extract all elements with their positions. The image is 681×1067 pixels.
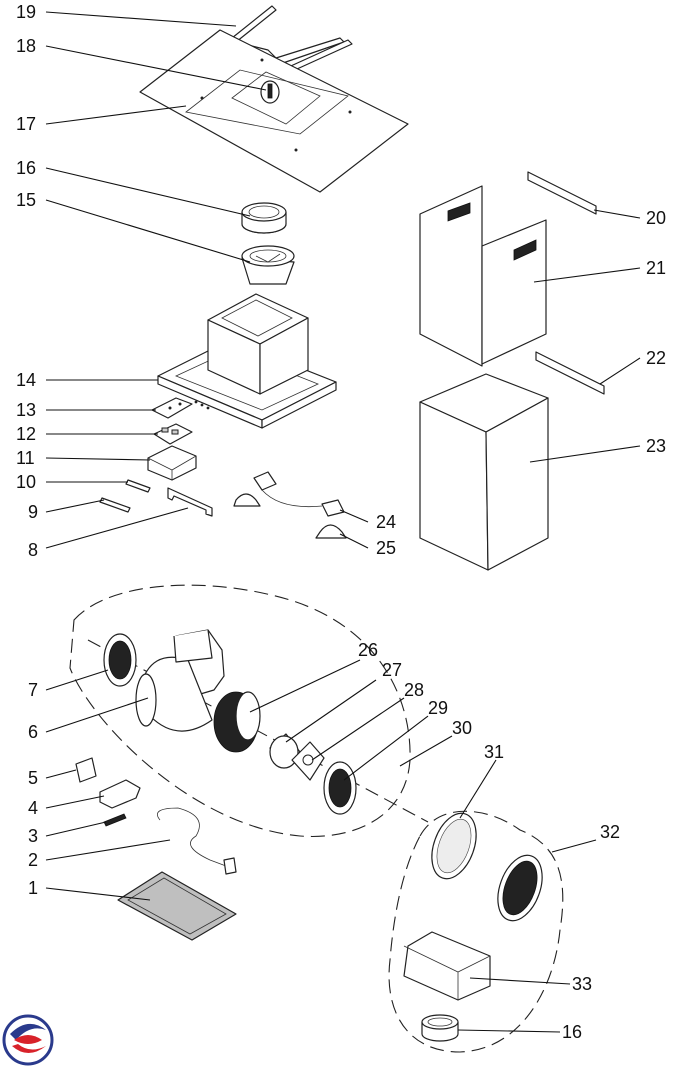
- part-16-collar-ring-kit: [421, 1014, 459, 1042]
- part-2-power-cord: [156, 807, 237, 875]
- label-8: 8: [28, 540, 38, 560]
- label-30: 30: [452, 718, 472, 738]
- label-26: 26: [358, 640, 378, 660]
- label-2: 2: [28, 850, 38, 870]
- part-13-control-panel: [151, 397, 193, 419]
- label-28: 28: [404, 680, 424, 700]
- part-29-outlet-grille: [323, 761, 357, 815]
- brand-logo: [2, 1014, 54, 1066]
- part-5-capacitor: [75, 757, 97, 783]
- label-10: 10: [16, 472, 36, 492]
- part-18-screw: [260, 80, 280, 104]
- part-1-grease-filter: [117, 871, 237, 941]
- part-23-lower-chimney: [419, 373, 549, 571]
- label-27: 27: [382, 660, 402, 680]
- part-9-bracket: [99, 497, 131, 513]
- label-9: 9: [28, 502, 38, 522]
- recirculation-kit-boundary: [388, 810, 564, 1053]
- part-3-connector: [103, 813, 127, 827]
- label-15: 15: [16, 190, 36, 210]
- part-31-carbon-filter-front: [431, 812, 477, 880]
- part-24-light-wiring: [233, 471, 345, 517]
- label-19: 19: [16, 2, 36, 22]
- part-12-switch-board: [153, 423, 193, 445]
- label-6: 6: [28, 722, 38, 742]
- part-15-air-outlet: [241, 245, 295, 285]
- label-20: 20: [646, 208, 666, 228]
- label-32: 32: [600, 822, 620, 842]
- part-21-upper-chimney: [419, 185, 547, 367]
- leader-lines: [45, 11, 641, 1033]
- label-29: 29: [428, 698, 448, 718]
- label-25: 25: [376, 538, 396, 558]
- label-13: 13: [16, 400, 36, 420]
- part-28-mounting-plate: [291, 741, 325, 781]
- label-23: 23: [646, 436, 666, 456]
- label-24: 24: [376, 512, 396, 532]
- label-17: 17: [16, 114, 36, 134]
- part-number-labels: 19 18 17 16 15 14 13 12 11 10 9 8 20 21 …: [16, 2, 666, 1042]
- part-33-deflector: [403, 931, 491, 1001]
- part-10-led-strip: [125, 479, 151, 493]
- label-16: 16: [16, 158, 36, 178]
- label-5: 5: [28, 768, 38, 788]
- part-17-ceiling-plate: [139, 29, 409, 193]
- label-14: 14: [16, 370, 36, 390]
- label-3: 3: [28, 826, 38, 846]
- label-4: 4: [28, 798, 38, 818]
- part-32-carbon-filter: [497, 854, 543, 922]
- part-6-blower-housing: [135, 629, 225, 732]
- label-7: 7: [28, 680, 38, 700]
- label-11: 11: [16, 448, 35, 468]
- part-25-halogen-lamp: [315, 524, 347, 539]
- label-18: 18: [16, 36, 36, 56]
- part-7-inlet-grille: [103, 633, 137, 687]
- part-14-hood-body: [157, 293, 337, 429]
- label-12: 12: [16, 424, 36, 444]
- part-16-collar-ring: [241, 202, 287, 234]
- part-4-switch-housing: [99, 779, 141, 809]
- part-20-chimney-bracket: [527, 171, 597, 215]
- label-22: 22: [646, 348, 666, 368]
- label-31: 31: [484, 742, 504, 762]
- label-1: 1: [28, 878, 38, 898]
- label-33: 33: [572, 974, 592, 994]
- label-21: 21: [646, 258, 666, 278]
- part-8-support-bracket: [167, 487, 213, 517]
- label-16-kit: 16: [562, 1022, 582, 1042]
- part-11-control-box: [147, 445, 197, 481]
- part-26-fan-wheel: [213, 691, 261, 753]
- part-22-chimney-bracket: [535, 351, 605, 395]
